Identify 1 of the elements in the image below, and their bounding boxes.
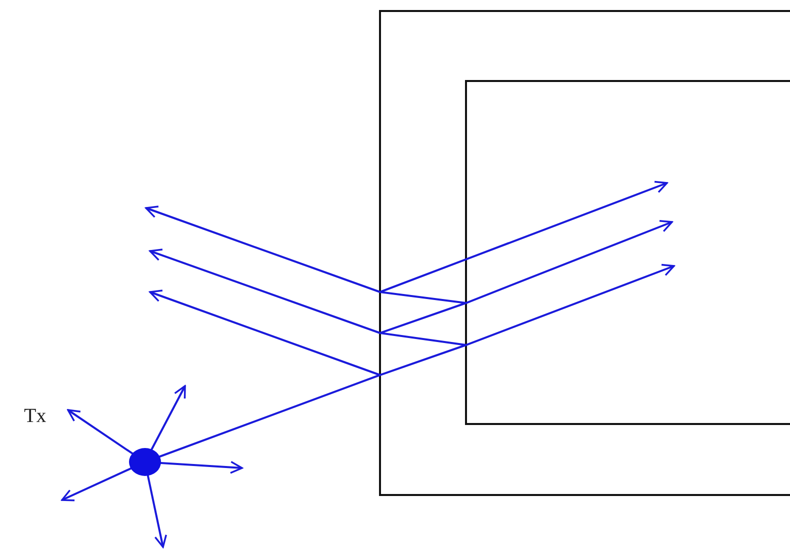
transmitter-label: Tx: [24, 406, 46, 426]
